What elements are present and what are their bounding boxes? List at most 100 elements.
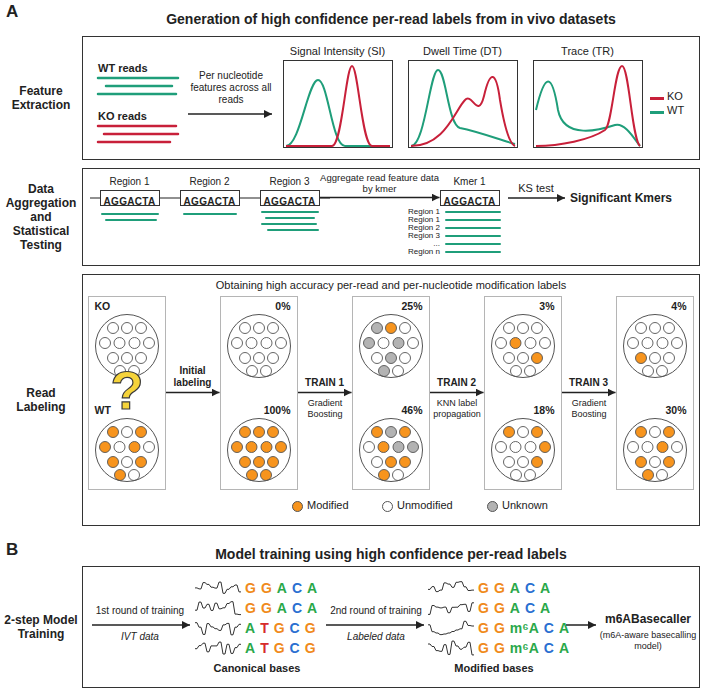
base-letter: m⁶A [510,620,539,636]
read-dot [664,323,675,334]
read-dot [136,323,147,334]
plot-box: Trace (TR) [533,60,643,148]
base-letter: G [478,620,489,636]
read-dot [628,338,639,349]
unknown-mark: ? [97,362,157,418]
read-dot [643,470,654,481]
group-label: 25% [401,300,422,312]
read-dot [525,470,536,481]
read-dot [379,470,390,481]
read-dot [636,323,647,334]
read-dot [378,442,389,453]
read-dot [386,457,397,468]
legend-label: Modified [307,499,349,512]
read-dot [400,323,411,334]
model-name: m6ABasecaller [596,612,700,626]
stage-box: 3% 18% [484,296,562,490]
read-dot [386,353,397,364]
base-letter: C [292,580,302,596]
signal-squiggle [195,642,241,654]
connector-arrow [298,392,352,394]
read-dot [379,366,390,377]
base-letter: C [292,600,302,616]
group-label: 18% [533,404,554,416]
base-sequence: ATGCG [245,640,316,656]
read-dot [672,338,683,349]
read-dot [261,442,272,453]
stage-box: 4%30% [616,296,694,490]
kmer-box: Kmer 1AGGACTA [440,190,500,206]
kmer-read-label: Region n [392,248,440,256]
read-dot [232,338,243,349]
kmer-box: Region 2AGGACTA [180,190,240,206]
panel-label: Data Aggregation and Statistical Testing [4,182,79,252]
base-letter: A [277,600,287,616]
read-dot [129,442,140,453]
signal-squiggle [428,582,474,592]
read-dot [400,427,411,438]
read-dot [525,338,536,349]
read-dot [372,353,383,364]
read-dot [100,338,111,349]
read-dot [504,323,515,334]
panel-title: Generation of high confidence per-read l… [82,11,700,28]
base-sequence: GGACA [245,580,317,596]
kmer-read-lines [446,212,500,252]
region-label: Region 3 [269,176,309,188]
read-group-circle: 18% [491,418,555,482]
note-text: Obtaining high accuracy per-read and per… [82,279,700,292]
read-dot [393,338,404,349]
data-note: Labeled data [322,631,430,643]
legend-label: Unknown [502,499,548,512]
kmer-sequence: AGGACTA [184,195,236,208]
read-group-label: WT reads [98,62,148,75]
read-group-circle: 3% [491,314,555,378]
plot-box: Dwell Time (DT) [408,60,518,148]
read-dot [408,442,419,453]
read-dot [657,442,668,453]
read-dot [532,457,543,468]
stage-box: 25%46% [352,296,430,490]
base-sequence: ATGCG [245,620,316,636]
base-letter: G [305,640,316,656]
base-sequence: GGACA [478,580,550,596]
read-dot [240,323,251,334]
read-dot [636,427,647,438]
kmer-sequence: AGGACTA [264,195,316,208]
read-dot [268,427,279,438]
read-dot [268,323,279,334]
read-dot [144,442,155,453]
read-dot [657,338,668,349]
read-dot [400,353,411,364]
read-dot [108,457,119,468]
ko-read-lines [98,126,178,142]
signal-squiggle [195,582,241,593]
read-dot [129,470,140,481]
read-group-circle: 25% [359,314,423,378]
read-dot [114,338,125,349]
read-dot [386,427,397,438]
kmer-read-label: Region 3 [392,232,440,240]
base-letter: A [559,620,569,636]
read-dot [232,442,243,453]
signal-squiggle [195,623,241,635]
group-label: 3% [539,300,554,312]
read-dot [378,338,389,349]
step-note: 2nd round of training [322,605,430,617]
base-letter: G [245,580,256,596]
panel-frame: 2-step Model Training [82,566,700,688]
read-dot [254,353,265,364]
base-letter: C [544,640,554,656]
read-dot [393,470,404,481]
read-dot [108,323,119,334]
base-letter: m⁶A [510,640,539,656]
read-dot [532,323,543,334]
base-letter: A [540,580,550,596]
edge-label: TRAIN 2 [430,377,484,389]
base-letter: A [510,580,520,596]
group-caption: Canonical bases [192,662,322,675]
legend-line-swatch [650,111,664,114]
read-dot [518,427,529,438]
read-dot [408,338,419,349]
read-group-circle: 30% [623,418,687,482]
